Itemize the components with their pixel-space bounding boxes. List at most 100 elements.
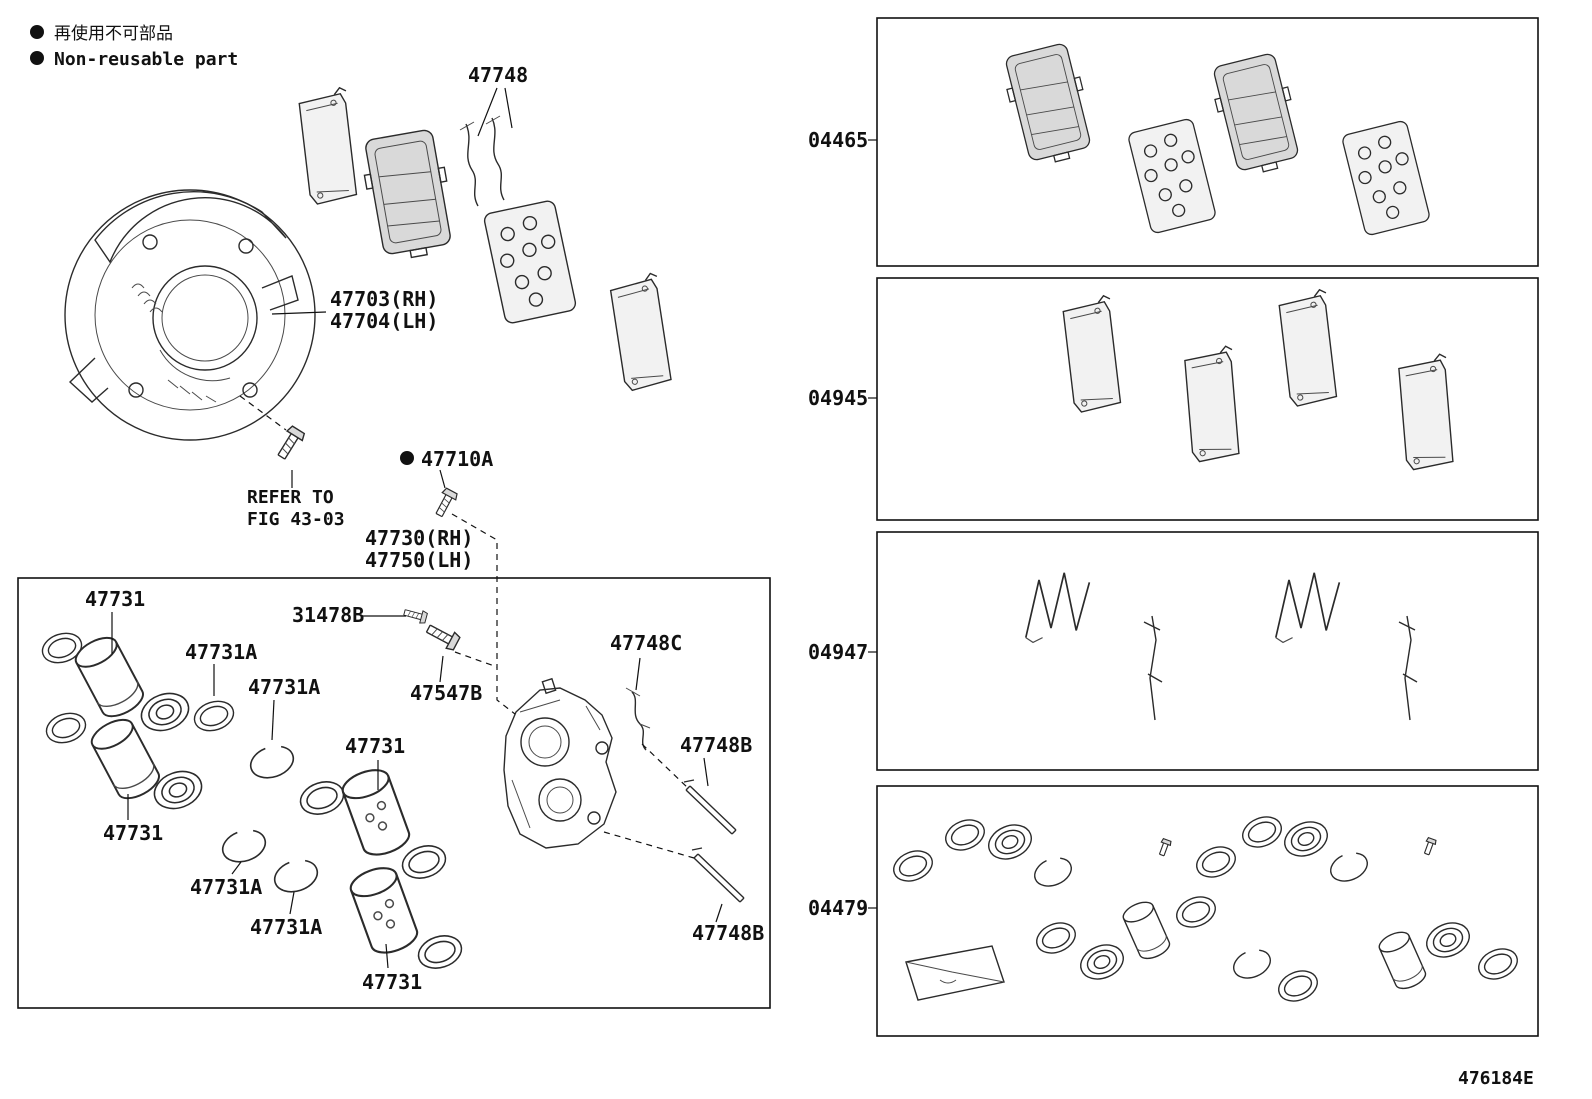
piston-boot bbox=[982, 818, 1038, 866]
shield-bolt bbox=[273, 424, 307, 463]
bleeder-plug bbox=[1421, 836, 1438, 857]
label-piston-1: 47731 bbox=[85, 587, 145, 611]
piston-seal-ring bbox=[295, 775, 349, 821]
kit-label-04945: 04945 bbox=[808, 386, 868, 410]
dust-shield bbox=[64, 189, 316, 441]
label-seal-1: 47731A bbox=[185, 640, 257, 664]
label-refer-line1: REFER TO bbox=[247, 487, 334, 508]
fitting-bolt bbox=[423, 619, 462, 653]
piston-seal-ring bbox=[1191, 840, 1241, 884]
piston-seal-ring bbox=[189, 695, 239, 737]
reference-dashed-lines bbox=[239, 395, 695, 859]
pad-shim bbox=[1059, 294, 1126, 414]
label-piston-3: 47731 bbox=[103, 821, 163, 845]
kit-label-04465: 04465 bbox=[808, 128, 868, 152]
kit-label-04947: 04947 bbox=[808, 640, 868, 664]
piston-seal-ring bbox=[397, 839, 451, 885]
pad-shim bbox=[1275, 288, 1342, 408]
pad-wire-pin bbox=[1398, 615, 1418, 721]
brake-pad-inner bbox=[482, 199, 578, 325]
label-piston-4: 47731 bbox=[362, 970, 422, 994]
label-guide-pin-upper: 47748B bbox=[680, 733, 752, 757]
piston-seal-ring bbox=[413, 929, 467, 975]
grease-packet bbox=[905, 945, 1005, 1001]
label-seal-3: 47731A bbox=[190, 875, 262, 899]
kit-box-04465 bbox=[876, 17, 1539, 267]
label-caliper-rh: 47730(RH) bbox=[365, 526, 473, 550]
label-anti-rattle-clip: 47748C bbox=[610, 631, 682, 655]
piston-boot bbox=[1278, 815, 1334, 863]
kit-04479-parts bbox=[888, 810, 1523, 1008]
non-reusable-bullet-icon bbox=[30, 51, 44, 65]
label-caliper-lh: 47750(LH) bbox=[365, 548, 473, 572]
pad-shim bbox=[1181, 344, 1244, 463]
pad-support-spring bbox=[1024, 571, 1091, 644]
label-refer-line2: FIG 43-03 bbox=[247, 509, 345, 530]
piston-seal-ring bbox=[1237, 810, 1287, 854]
caliper-piston bbox=[86, 712, 165, 806]
bleeder-screw bbox=[431, 486, 460, 520]
brake-caliper bbox=[503, 677, 617, 849]
brake-pad-inner bbox=[1126, 117, 1218, 235]
figure-code: 476184E bbox=[1458, 1068, 1534, 1089]
label-piston-2: 47731 bbox=[345, 734, 405, 758]
caliper-piston bbox=[1375, 927, 1430, 994]
brake-pad-outer bbox=[998, 40, 1099, 170]
label-bleeder-screw: 47710A bbox=[421, 447, 493, 471]
pad-guide-pin-upper bbox=[683, 779, 737, 835]
caliper-piston bbox=[70, 630, 149, 724]
piston-seal-ring bbox=[940, 813, 990, 857]
set-ring bbox=[1228, 944, 1276, 984]
kit-box-04947 bbox=[876, 531, 1539, 771]
label-dust-shield-lh: 47704(LH) bbox=[330, 309, 438, 333]
leader-lines bbox=[271, 87, 723, 923]
kit-04947-parts bbox=[1024, 571, 1418, 721]
bleeder-plug bbox=[1156, 837, 1173, 858]
piston-boot bbox=[1420, 916, 1476, 964]
label-fitting-bolt: 47547B bbox=[410, 681, 482, 705]
set-ring bbox=[245, 740, 299, 784]
non-reusable-bullet-icon bbox=[400, 451, 414, 465]
brake-pad-outer bbox=[1206, 50, 1307, 180]
legend-jp-text: 再使用不可部品 bbox=[54, 23, 173, 44]
kit-04945-parts bbox=[1059, 288, 1458, 471]
pad-wire-pin bbox=[1143, 615, 1163, 721]
non-reusable-bullet-icon bbox=[30, 25, 44, 39]
piston-seal-ring bbox=[1273, 964, 1323, 1008]
label-dust-shield-rh: 47703(RH) bbox=[330, 287, 438, 311]
kit-04465-parts bbox=[998, 40, 1432, 237]
pad-shim-left bbox=[295, 86, 362, 206]
inset-leader-lines bbox=[111, 612, 389, 969]
set-ring bbox=[1029, 852, 1077, 892]
piston-seal-ring bbox=[41, 707, 91, 749]
pad-guide-pin-lower bbox=[691, 847, 745, 903]
pad-shim bbox=[1395, 352, 1458, 471]
piston-seal-ring bbox=[1031, 916, 1081, 960]
caliper-piston bbox=[1119, 897, 1174, 964]
label-seal-4: 47731A bbox=[250, 915, 322, 939]
legend: 再使用不可部品 Non-reusable part bbox=[30, 23, 238, 70]
piston-seal-ring bbox=[888, 844, 938, 888]
piston-boot bbox=[135, 686, 195, 738]
brake-pad-outer bbox=[357, 127, 460, 264]
label-guide-pin-lower: 47748B bbox=[692, 921, 764, 945]
piston-boot bbox=[1074, 938, 1130, 986]
kit-box-04479 bbox=[876, 785, 1539, 1037]
brake-pad-inner bbox=[1340, 119, 1432, 237]
piston-seal-ring bbox=[1473, 942, 1523, 986]
bleeder-cap-bolt bbox=[402, 605, 429, 625]
piston-seal-ring bbox=[37, 627, 87, 669]
pad-support-clips bbox=[459, 115, 505, 207]
piston-seal-ring bbox=[1171, 890, 1221, 934]
caliper-piston bbox=[345, 861, 422, 960]
pad-shim-right bbox=[606, 271, 677, 393]
label-seal-2: 47731A bbox=[248, 675, 320, 699]
set-ring bbox=[217, 824, 271, 868]
caliper-piston bbox=[337, 763, 414, 862]
set-ring bbox=[1325, 847, 1373, 887]
legend-en-text: Non-reusable part bbox=[54, 49, 238, 70]
set-ring bbox=[269, 854, 323, 898]
pad-support-spring bbox=[1274, 571, 1341, 644]
